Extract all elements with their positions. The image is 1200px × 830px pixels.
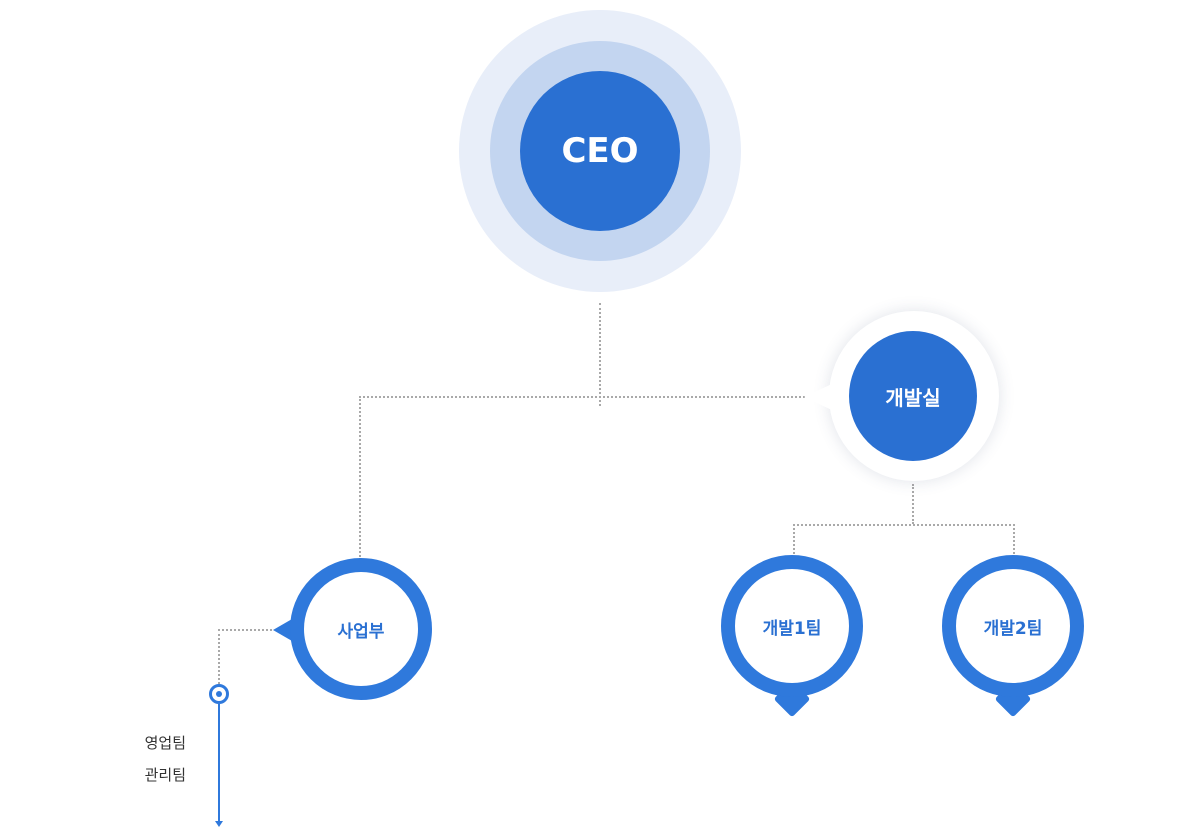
connector-business-left [218, 629, 272, 631]
connector-to-dev-team-1 [793, 524, 795, 554]
team-list-arrow-icon [215, 821, 223, 827]
connector-business-down [218, 629, 220, 684]
business-label: 사업부 [337, 621, 385, 642]
dev-office-label: 개발실 [885, 385, 941, 410]
connector-dev-horizontal [793, 524, 1015, 526]
dev-office-pointer [804, 383, 834, 411]
connector-to-dev-team-2 [1013, 524, 1015, 554]
team-list-line [218, 704, 220, 822]
connector-dev-down [912, 484, 914, 524]
connector-main-horizontal [359, 396, 805, 398]
team-management-label: 관리팀 [144, 766, 186, 784]
dev-office-node: 개발실 [849, 331, 977, 461]
team-sales-label: 영업팀 [144, 734, 186, 752]
dev-team-1-label: 개발1팀 [762, 618, 822, 639]
dev-team-2-label: 개발2팀 [983, 618, 1043, 639]
ceo-label: CEO [561, 131, 639, 171]
dev-team-1-node: 개발1팀 [721, 555, 863, 697]
team-list-marker-center [216, 691, 222, 697]
ceo-node: CEO [520, 71, 680, 231]
team-list-marker [209, 684, 229, 704]
connector-ceo-down [599, 303, 601, 406]
dev-team-2-node: 개발2팀 [942, 555, 1084, 697]
business-node: 사업부 [290, 558, 432, 700]
connector-to-business [359, 396, 361, 560]
